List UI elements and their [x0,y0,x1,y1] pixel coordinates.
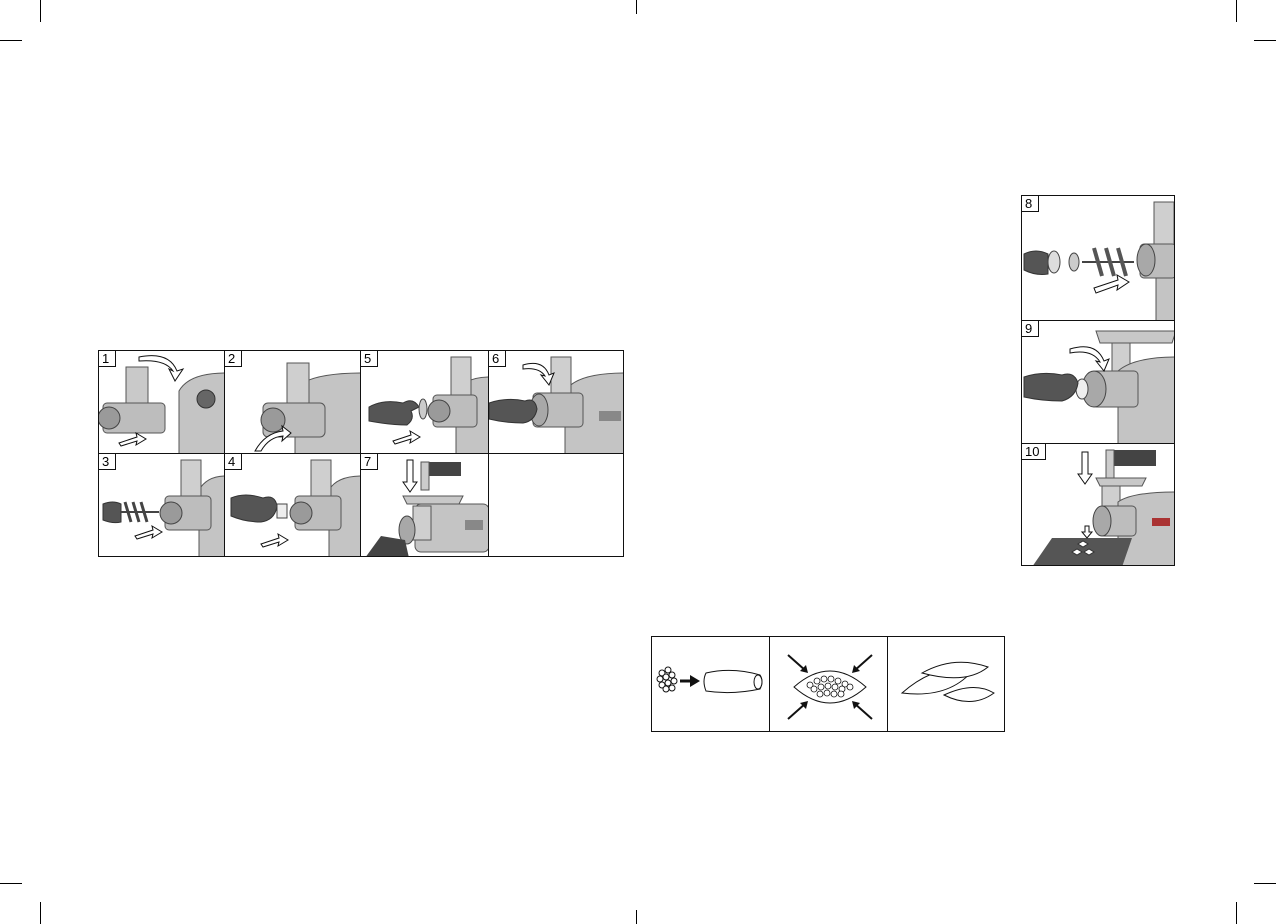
step-number: 1 [99,351,116,367]
grinder-hand-illustration [225,454,361,557]
grinder-auger-illustration [1022,196,1175,321]
step-number: 7 [361,454,378,470]
step-panel-2: 2 [224,350,361,454]
grinder-hand-illustration [1022,321,1175,444]
step-number: 9 [1022,321,1039,337]
crop-mark [636,910,637,924]
step-number: 3 [99,454,116,470]
step-panel-7: 7 [360,453,489,557]
grinder-hand-illustration [361,351,489,454]
crop-mark [40,0,41,22]
crop-mark [1236,0,1237,22]
step-number: 4 [225,454,242,470]
shaping-panel-closing [769,636,889,732]
grinder-head-illustration [225,351,361,454]
step-panel-9: 9 [1021,320,1175,444]
shaping-panel-finished [887,636,1005,732]
closing-shell-illustration [770,637,889,732]
grinder-full-illustration [361,454,489,557]
step-number: 8 [1022,196,1039,212]
step-panel-6: 6 [488,350,624,454]
step-number: 6 [489,351,506,367]
finished-kebbe-illustration [888,637,1005,732]
crop-mark [1254,883,1276,884]
grinder-hand-illustration [489,351,624,454]
step-panel-3: 3 [98,453,225,557]
crop-mark [0,40,22,41]
step-panel-10: 10 [1021,443,1175,566]
shaping-panel-filling [651,636,771,732]
grinder-head-illustration [99,351,225,454]
grinder-auger-illustration [99,454,225,557]
crop-mark [1236,902,1237,924]
crop-mark [0,883,22,884]
step-panel-5: 5 [360,350,489,454]
crop-mark [636,0,637,14]
step-panel-8: 8 [1021,195,1175,321]
step-number: 2 [225,351,242,367]
step-panel-4: 4 [224,453,361,557]
grinder-full-illustration [1022,444,1175,566]
step-number: 10 [1022,444,1046,460]
crop-mark [1254,40,1276,41]
step-number: 5 [361,351,378,367]
empty-panel [488,453,624,557]
filling-tube-illustration [652,637,771,732]
crop-mark [40,902,41,924]
step-panel-1: 1 [98,350,225,454]
